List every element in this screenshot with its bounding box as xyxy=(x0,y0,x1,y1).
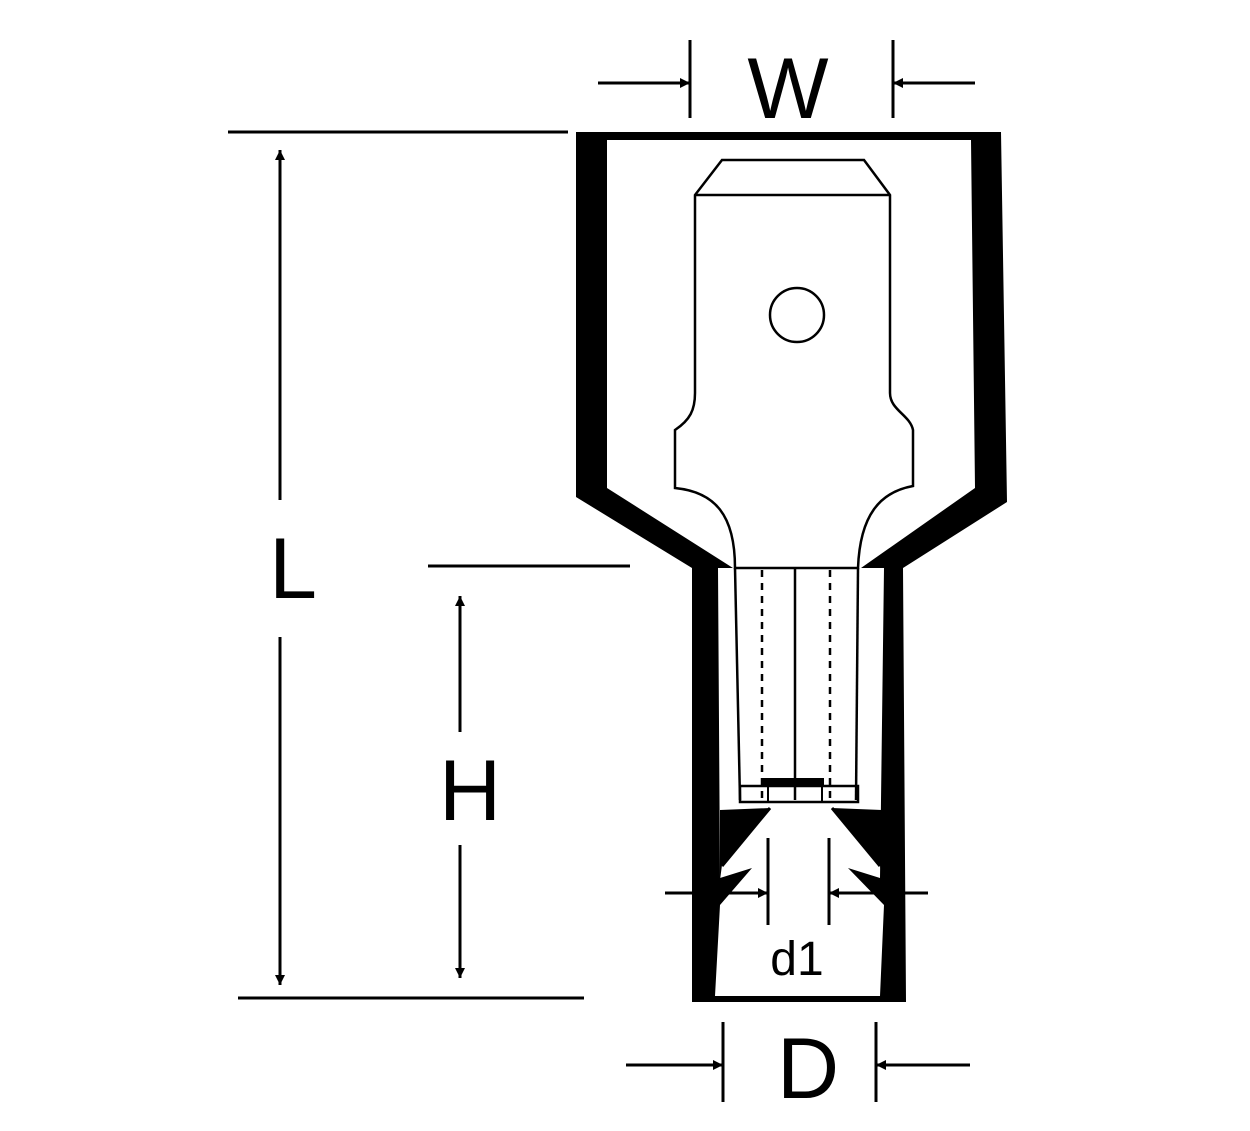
dimension-l xyxy=(228,130,584,1000)
insulation-funnel-left xyxy=(720,807,772,867)
dimension-d xyxy=(626,1022,970,1102)
dim-label-d: D xyxy=(777,1021,839,1117)
tab-hole xyxy=(768,286,826,344)
dim-label-w: W xyxy=(747,41,828,137)
barrel-bottom-plate xyxy=(738,784,860,804)
insulation-funnel-right xyxy=(830,807,882,867)
dim-label-d1: d1 xyxy=(770,933,823,986)
dimension-w xyxy=(598,40,975,118)
insulation-inner-left-shoulder xyxy=(720,808,770,880)
dimension-d1 xyxy=(665,838,928,925)
dim-label-h: H xyxy=(439,743,501,839)
insulation-sleeve xyxy=(576,132,1007,1002)
metal-tab xyxy=(673,158,915,570)
barrel-stop xyxy=(762,778,824,786)
tab-outline xyxy=(673,158,915,570)
insulation-inner-right-shoulder xyxy=(832,808,882,880)
insulation-outer-wall xyxy=(576,132,1007,1002)
barrel-right-wall xyxy=(854,567,860,801)
crimp-barrel xyxy=(733,567,860,804)
barrel-left-wall xyxy=(733,567,742,801)
dim-label-l: L xyxy=(269,521,317,617)
dimension-h xyxy=(428,564,630,978)
